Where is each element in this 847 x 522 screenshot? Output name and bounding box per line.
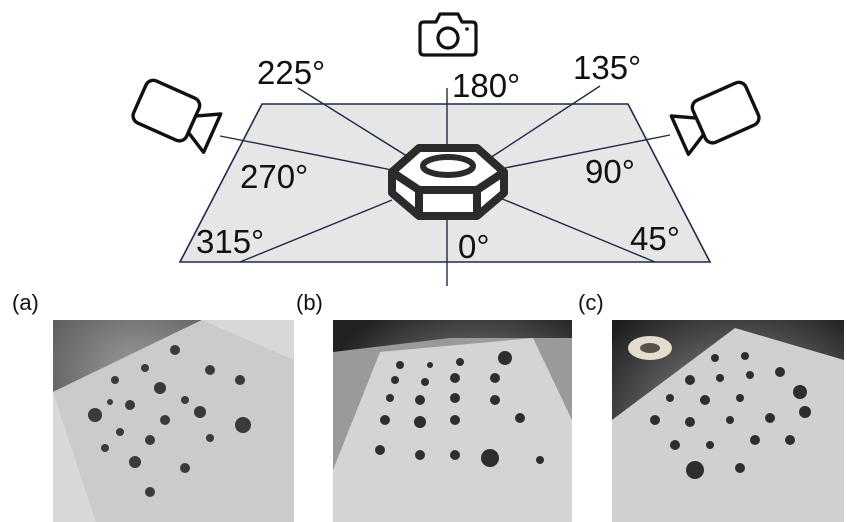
angle-label-45: 45° (630, 220, 680, 257)
angle-label-315: 315° (196, 223, 264, 260)
angle-label-135: 135° (573, 49, 641, 86)
video-camera-icon-left (131, 78, 223, 155)
panel-label-c: (c) (578, 290, 604, 315)
ray-315 (239, 199, 393, 263)
ray-90 (504, 134, 671, 169)
angle-label-225: 225° (257, 54, 325, 91)
camera-icon (418, 12, 478, 57)
panel-label-b: (b) (296, 290, 323, 315)
ray-45 (499, 197, 656, 263)
angle-label-180: 180° (452, 67, 520, 104)
photo-a (53, 320, 294, 522)
panel-label-a: (a) (12, 290, 39, 315)
angle-rays (219, 85, 671, 286)
photo-c (612, 320, 844, 522)
ray-135 (489, 85, 601, 159)
angle-label-90: 90° (585, 153, 635, 190)
hex-nut-icon (388, 144, 508, 220)
photo-b (333, 320, 572, 522)
angle-label-270: 270° (240, 158, 308, 195)
video-camera-icon-right (669, 80, 761, 157)
ray-270 (219, 135, 393, 171)
ray-225 (297, 87, 411, 159)
angle-label-0: 0° (458, 228, 490, 265)
